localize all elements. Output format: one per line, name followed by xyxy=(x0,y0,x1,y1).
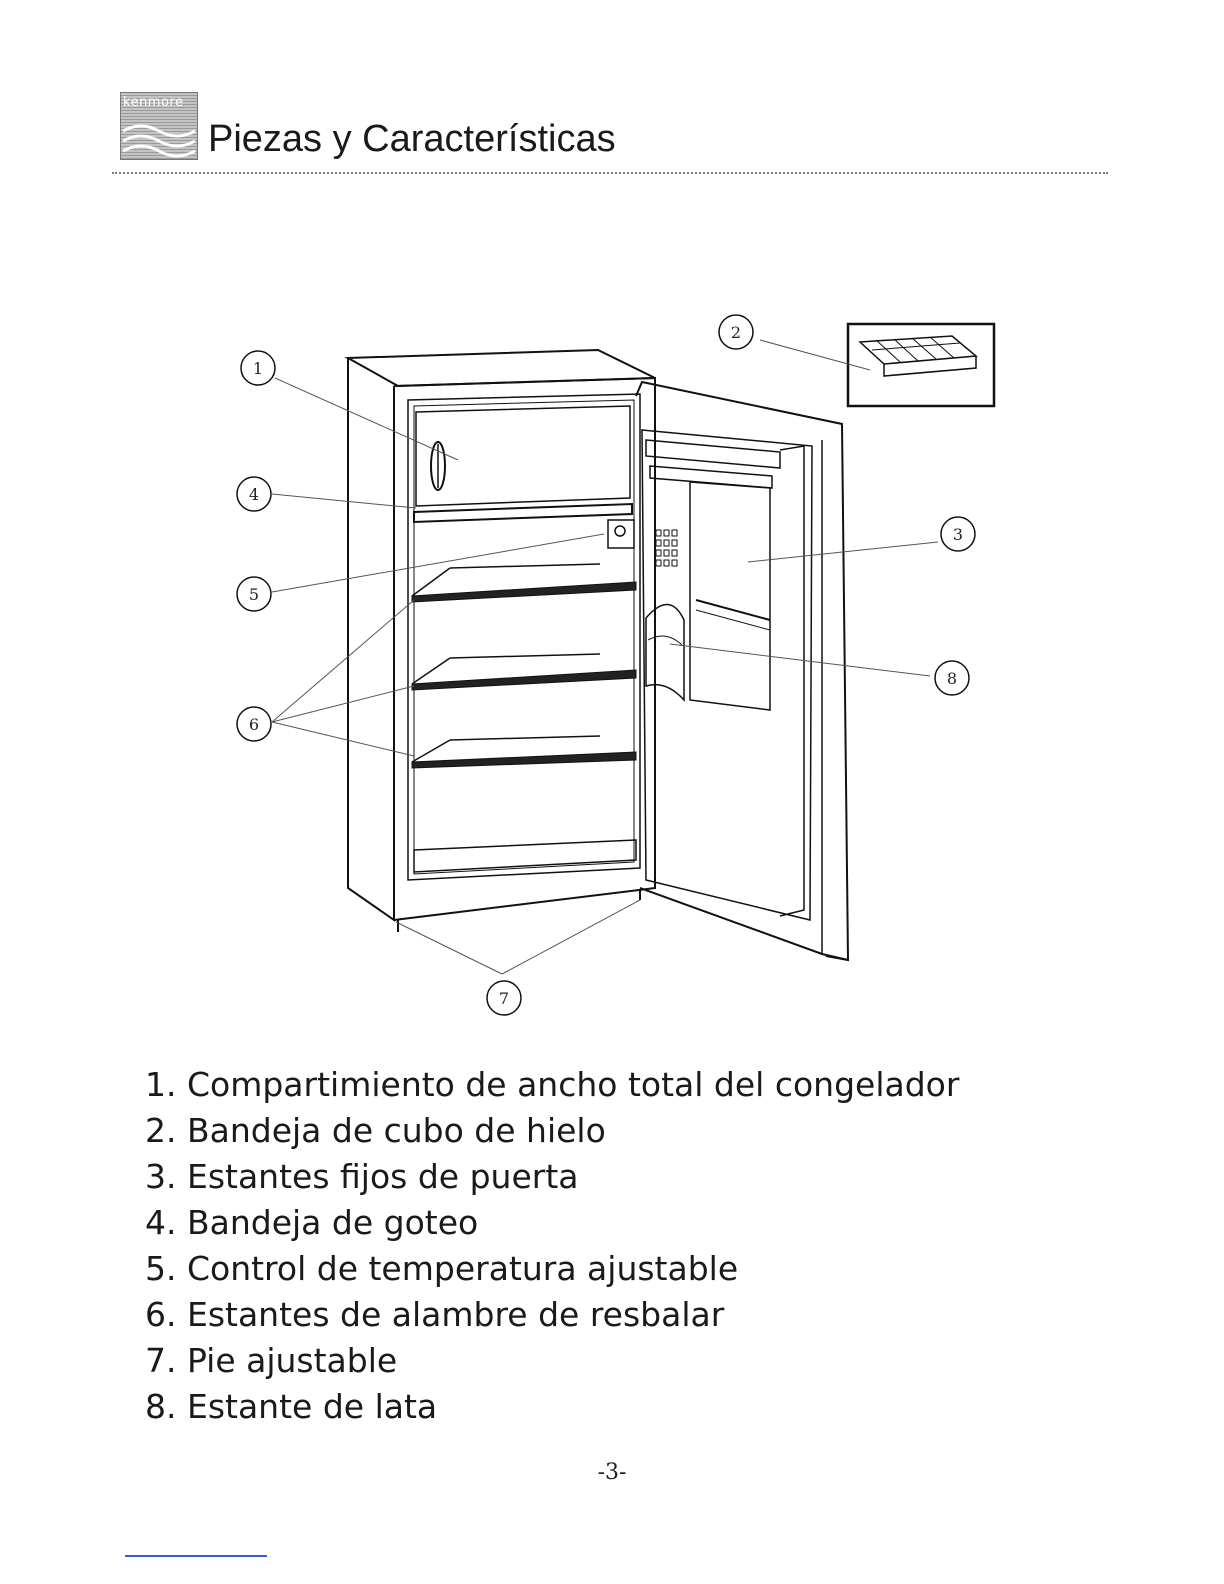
list-item: 4. Bandeja de goteo xyxy=(145,1200,959,1246)
parts-list: 1. Compartimiento de ancho total del con… xyxy=(145,1062,959,1430)
page-title: Piezas y Características xyxy=(208,118,616,161)
callout-6: 6 xyxy=(237,707,271,741)
refrigerator-body xyxy=(348,350,848,960)
footer-link-underline xyxy=(125,1555,267,1557)
callout-8: 8 xyxy=(935,661,969,695)
svg-text:7: 7 xyxy=(499,989,509,1008)
list-item: 6. Estantes de alambre de resbalar xyxy=(145,1292,959,1338)
callout-leaders xyxy=(272,340,938,974)
callout-2: 2 xyxy=(719,315,753,349)
page-number: -3- xyxy=(0,1460,1224,1485)
svg-text:3: 3 xyxy=(953,525,963,544)
refrigerator-diagram: 1 2 3 4 5 6 7 8 xyxy=(200,300,1020,1040)
list-item: 3. Estantes fijos de puerta xyxy=(145,1154,959,1200)
callout-4: 4 xyxy=(237,477,271,511)
svg-text:5: 5 xyxy=(249,585,259,604)
logo-wordmark: kenmore xyxy=(123,95,183,110)
logo-wave-icon xyxy=(121,121,197,159)
header-divider xyxy=(112,172,1108,174)
page-header: kenmore Piezas y Características xyxy=(112,88,1112,178)
list-item: 8. Estante de lata xyxy=(145,1384,959,1430)
kenmore-logo: kenmore xyxy=(120,92,198,160)
svg-text:1: 1 xyxy=(253,359,263,378)
svg-text:8: 8 xyxy=(947,669,957,688)
list-item: 7. Pie ajustable xyxy=(145,1338,959,1384)
callout-7: 7 xyxy=(487,981,521,1015)
list-item: 1. Compartimiento de ancho total del con… xyxy=(145,1062,959,1108)
callout-1: 1 xyxy=(241,351,275,385)
svg-text:6: 6 xyxy=(249,715,259,734)
list-item: 5. Control de temperatura ajustable xyxy=(145,1246,959,1292)
ice-cube-tray-inset xyxy=(848,324,994,406)
callout-3: 3 xyxy=(941,517,975,551)
svg-text:4: 4 xyxy=(249,485,259,504)
svg-text:2: 2 xyxy=(731,323,741,342)
list-item: 2. Bandeja de cubo de hielo xyxy=(145,1108,959,1154)
callout-5: 5 xyxy=(237,577,271,611)
